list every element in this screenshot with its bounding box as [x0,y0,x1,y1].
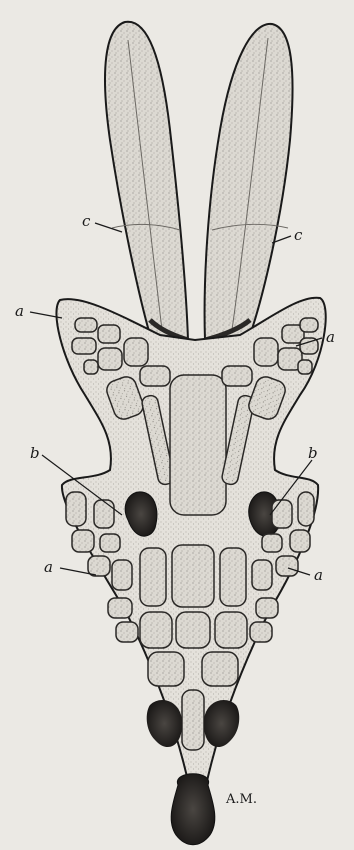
label-a-upper-left: a [15,302,24,320]
left-elongated-lobe [105,22,188,340]
label-c-left: c [82,212,91,230]
label-a-lower-right: a [314,566,323,584]
artist-signature: A.M. [225,792,257,807]
label-a-upper-right: a [326,328,335,346]
label-b-left: b [30,444,40,462]
label-b-right: b [308,444,318,462]
right-elongated-lobe [205,24,293,340]
label-a-lower-left: a [44,558,53,576]
label-c-right: c [294,226,303,244]
